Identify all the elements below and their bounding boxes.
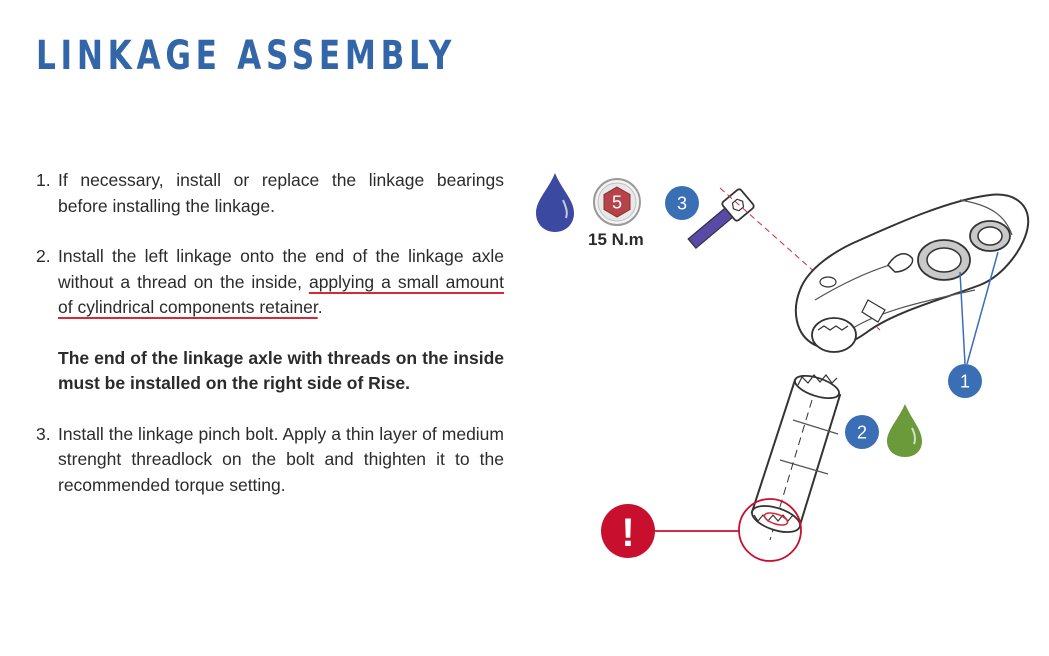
step-text: If necessary, install or replace the lin… <box>58 170 504 216</box>
callout-2-label: 2 <box>857 423 867 443</box>
green-retainer-drop-icon <box>887 404 922 457</box>
callout-1-label: 1 <box>960 372 970 392</box>
page-title: LINKAGE ASSEMBLY <box>36 33 457 79</box>
hex-key-size: 5 <box>612 193 622 213</box>
step-2: 2. Install the left linkage onto the end… <box>36 244 504 321</box>
warning-icon: ! <box>601 504 655 558</box>
step-number: 2. <box>36 246 51 266</box>
step-text-part: Install the left linkage onto the end of… <box>58 246 504 292</box>
step-3: 3. Install the linkage pinch bolt. Apply… <box>36 422 504 499</box>
blue-threadlock-drop-icon <box>536 173 574 232</box>
step-1: 1. If necessary, install or replace the … <box>36 168 504 219</box>
assembly-axis-line <box>719 187 881 331</box>
linkage-arm <box>794 193 1030 353</box>
callout-1-leaders <box>959 251 999 365</box>
warning-symbol: ! <box>621 511 634 555</box>
callout-2: 2 <box>845 415 879 449</box>
torque-value: 15 N.m <box>588 230 644 249</box>
instructions-list: 1. If necessary, install or replace the … <box>36 168 504 523</box>
step-number: 1. <box>36 170 51 190</box>
step-number: 3. <box>36 423 51 444</box>
linkage-axle <box>738 374 842 562</box>
callout-1: 1 <box>948 364 982 398</box>
callout-3-label: 3 <box>677 194 687 214</box>
important-note: The end of the linkage axle with threads… <box>58 347 504 394</box>
step-text-part: . <box>317 297 323 317</box>
callout-3: 3 <box>665 186 699 220</box>
step-text: Install the linkage pinch bolt. Apply a … <box>58 423 504 495</box>
step-text: Install the left linkage onto the end of… <box>58 244 504 321</box>
underlined-retainer-text: applying a small amount of cylindrical c… <box>58 271 504 318</box>
hex-key-icon: 5 <box>593 178 641 226</box>
